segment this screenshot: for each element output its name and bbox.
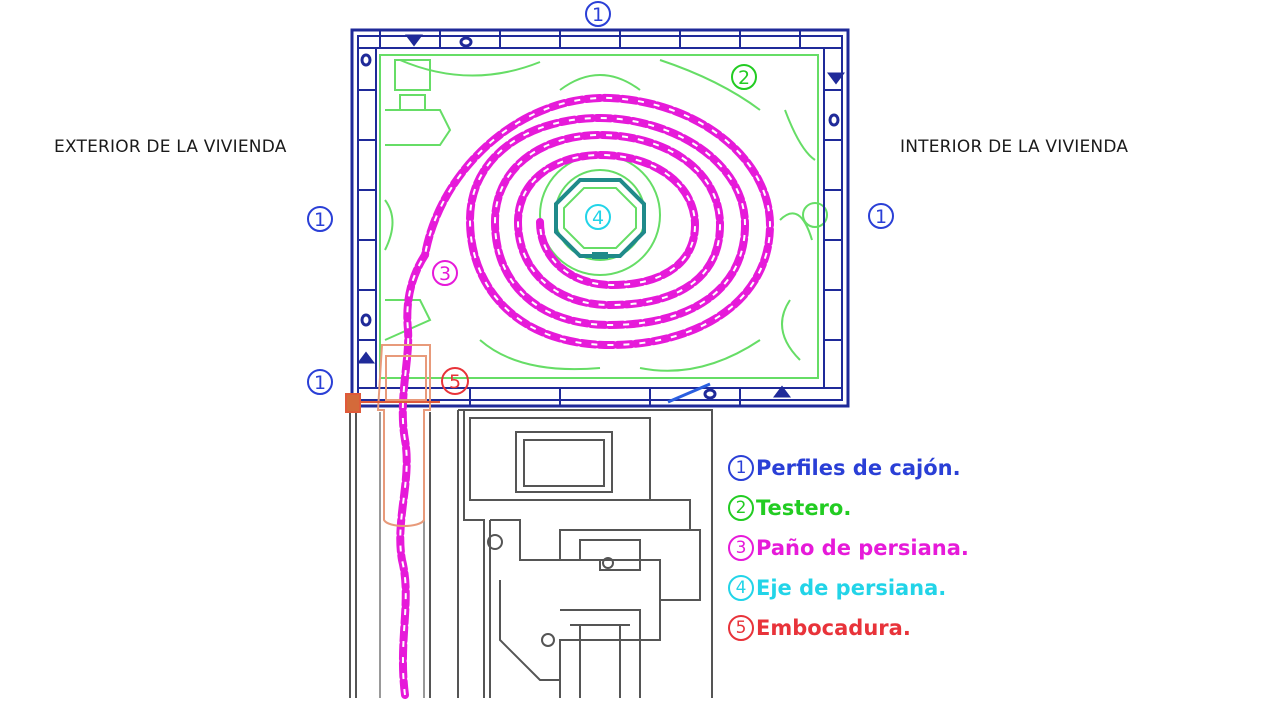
callout-4 [585,204,611,230]
shutter-curtain-links [399,96,772,696]
box-profiles [350,28,850,408]
legend-text: Perfiles de cajón. [756,456,961,480]
callout-3-number: 3 [439,263,451,285]
legend-number: 1 [728,455,754,481]
callout-5 [441,367,469,395]
legend-text: Testero. [756,496,852,520]
legend-item-testero: 2 Testero. [728,488,969,528]
callout-1-left-upper [307,206,333,232]
legend: 1 Perfiles de cajón. 2 Testero. 3 Paño d… [728,448,969,648]
callout-3 [432,260,458,286]
callout-1-left-upper-number: 1 [314,209,326,231]
callouts: 1 1 1 1 2 3 4 5 [307,1,894,395]
callout-2-number: 2 [738,67,750,89]
legend-text: Embocadura. [756,616,911,640]
callout-1-top [585,1,611,27]
interior-label: INTERIOR DE LA VIVIENDA [900,137,1129,157]
legend-number: 5 [728,615,754,641]
callout-2 [731,64,757,90]
callout-1-left-lower-number: 1 [314,372,326,394]
legend-number: 3 [728,535,754,561]
legend-item-embocadura: 5 Embocadura. [728,608,969,648]
callout-1-right [868,203,894,229]
window-frame [349,409,713,698]
legend-item-pano: 3 Paño de persiana. [728,528,969,568]
callout-1-left-lower [307,369,333,395]
callout-1-top-number: 1 [592,4,604,26]
callout-5-number: 5 [449,371,461,393]
legend-number: 2 [728,495,754,521]
exterior-label: EXTERIOR DE LA VIVIENDA [54,137,287,157]
legend-item-eje: 4 Eje de persiana. [728,568,969,608]
legend-item-perfiles: 1 Perfiles de cajón. [728,448,969,488]
legend-text: Paño de persiana. [756,536,969,560]
embocadura [345,344,440,527]
legend-text: Eje de persiana. [756,576,947,600]
callout-1-right-number: 1 [875,206,887,228]
callout-4-number: 4 [592,207,604,229]
legend-number: 4 [728,575,754,601]
shutter-axle [554,178,646,259]
